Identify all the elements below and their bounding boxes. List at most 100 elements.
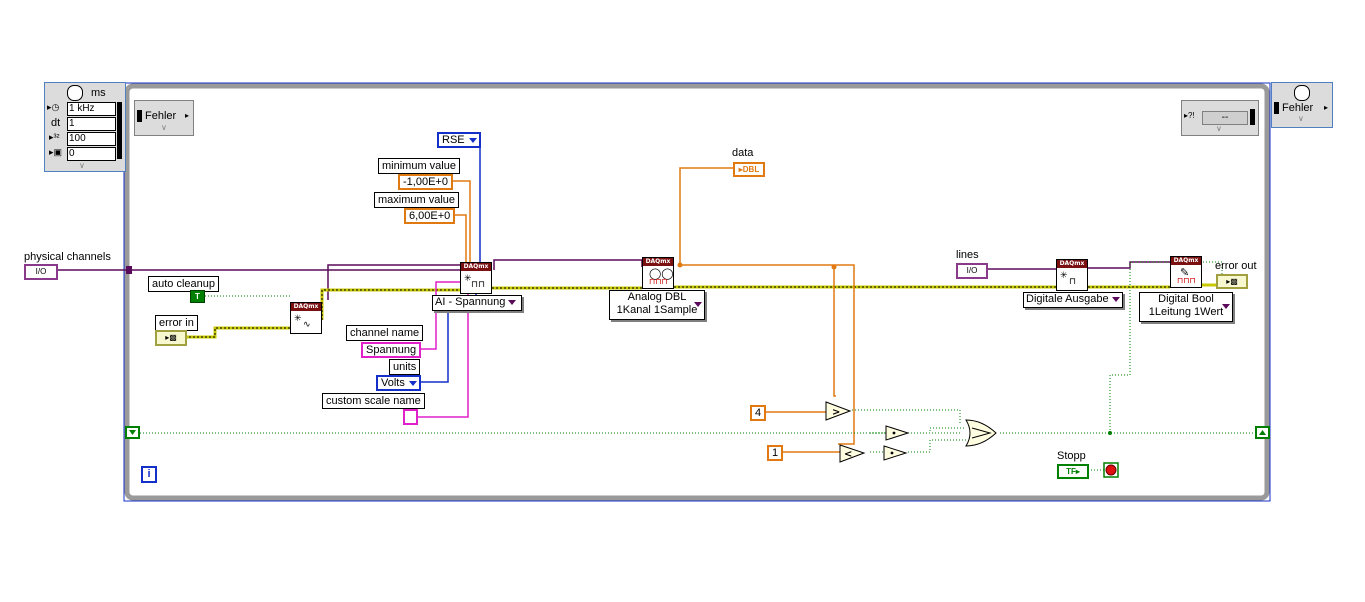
clock-icon — [67, 85, 83, 101]
daqmx-write-vi[interactable]: DAQmx ✎⊓⊓⊓ — [1170, 256, 1202, 288]
constant-one[interactable]: 1 — [767, 445, 784, 461]
daqmx-header: DAQmx — [291, 303, 321, 311]
not-node-upper[interactable] — [885, 425, 910, 441]
expand-chevron-icon[interactable]: ∨ — [79, 161, 85, 170]
left-error-label: Fehler — [145, 110, 177, 122]
node-bar — [137, 110, 142, 122]
tf-text: TF — [1066, 467, 1076, 476]
daqmx-create-digital-channel-vi[interactable]: DAQmx ✳⊓ — [1056, 259, 1088, 291]
svg-text:<: < — [844, 449, 852, 460]
sparkle-icon: ✳ — [1060, 270, 1068, 280]
daqmx-start-task-vi[interactable]: DAQmx✳∿ — [290, 302, 322, 334]
less-than-node[interactable]: < — [839, 444, 866, 463]
stopp-terminal[interactable]: TF▸ — [1057, 464, 1089, 479]
analog-dbl-selector[interactable]: Analog DBL 1Kanal 1Sample — [609, 290, 705, 320]
error-out-terminal[interactable]: ▸▩ — [1216, 274, 1248, 289]
dropdown-arrow-icon — [508, 300, 517, 305]
auto-cleanup-true-constant[interactable]: T — [190, 290, 205, 303]
offset-field[interactable]: 100 — [67, 132, 116, 146]
physical-channels-terminal[interactable]: I/O — [24, 264, 58, 280]
pulse-icon: ⊓⊓⊓ — [649, 277, 668, 286]
svg-text:>: > — [832, 407, 840, 418]
custom-scale-name-constant[interactable] — [403, 409, 418, 425]
loop-unit-label: ms — [91, 87, 106, 99]
channel-name-label: channel name — [346, 325, 424, 341]
pulse-icon: ⊓ — [1069, 276, 1077, 286]
sparkle-icon: ✳ — [294, 313, 302, 323]
daqmx-create-channel-vi[interactable]: DAQmx ✳⊓⊓ — [460, 262, 492, 294]
daqmx-header: DAQmx — [1171, 257, 1201, 265]
ai-spannung-selector[interactable]: AI - Spannung — [432, 295, 522, 311]
rse-text: RSE — [442, 134, 465, 146]
minimum-value-constant[interactable]: -1,00E+0 — [398, 174, 453, 190]
minimum-value-label: minimum value — [378, 158, 460, 174]
right-error-node[interactable]: ▸?! -- ∨ — [1181, 100, 1259, 136]
pulse-icon: ⊓⊓ — [471, 279, 486, 289]
units-ring-constant[interactable]: Volts — [376, 375, 421, 391]
error-wire — [185, 283, 1218, 339]
dropdown-arrow-icon — [468, 137, 477, 143]
daqmx-header: DAQmx — [461, 263, 491, 271]
boolean-wire — [140, 261, 1256, 471]
output-arrow-icon: ▸ — [1324, 103, 1329, 112]
io-text: I/O — [966, 266, 978, 275]
pencil-icon: ✎ — [1180, 267, 1190, 279]
digital-bool-selector[interactable]: Digital Bool 1Leitung 1Wert — [1139, 292, 1233, 322]
analog-dbl-subtext: 1Kanal 1Sample — [616, 304, 698, 316]
compound-or-node[interactable] — [965, 419, 997, 447]
timing-source-icon: ▸◷ — [47, 102, 60, 112]
daqmx-header: DAQmx — [643, 258, 673, 266]
iteration-terminal-left[interactable] — [125, 426, 140, 439]
channel-name-constant[interactable]: Spannung — [361, 342, 422, 358]
daqmx-read-vi[interactable]: DAQmx◯◯⊓⊓⊓ — [642, 257, 674, 289]
error-in-label: error in — [155, 315, 198, 331]
expand-chevron-icon[interactable]: ∨ — [1216, 124, 1222, 133]
output-arrow-icon: ▸ — [185, 111, 190, 120]
string-wire — [416, 281, 469, 418]
dbl-text: DBL — [742, 165, 760, 174]
digitale-ausgabe-text: Digitale Ausgabe — [1026, 293, 1109, 305]
lines-terminal[interactable]: I/O — [956, 263, 988, 279]
timing-source-field[interactable]: 1 kHz — [67, 102, 116, 116]
task-tunnel — [126, 266, 132, 274]
rse-ring-constant[interactable]: RSE — [437, 132, 481, 148]
dropdown-arrow-icon — [1111, 297, 1120, 302]
node-bar — [1274, 102, 1279, 114]
right-status-field[interactable]: -- — [1202, 111, 1248, 125]
maximum-value-constant[interactable]: 6,00E+0 — [404, 208, 456, 224]
status-icon: ▸?! — [1184, 111, 1195, 120]
dropdown-arrow-icon — [694, 302, 702, 307]
node-bar — [1250, 109, 1255, 125]
data-indicator[interactable]: ▸DBL — [733, 162, 765, 177]
stop-condition-icon[interactable] — [1103, 462, 1119, 478]
daqmx-header: DAQmx — [1057, 260, 1087, 268]
greater-than-node[interactable]: > — [825, 401, 852, 421]
priority-field[interactable]: 0 — [67, 147, 116, 161]
analog-dbl-text: Analog DBL — [627, 291, 687, 303]
lines-label: lines — [956, 249, 979, 261]
stopp-label: Stopp — [1057, 450, 1086, 462]
info-icon[interactable]: i — [141, 466, 157, 483]
iteration-terminal-right[interactable] — [1255, 426, 1270, 439]
expand-chevron-icon[interactable]: ∨ — [1298, 114, 1304, 123]
timed-loop-output-node[interactable]: Fehler ▸ ∨ — [1271, 82, 1333, 128]
left-error-node[interactable]: Fehler ▸ ∨ — [134, 100, 194, 136]
io-text: I/O — [35, 267, 47, 276]
timed-loop-input-node[interactable]: ms ▸◷ 1 kHz dt 1 ▸³² 100 ▸▣ 0 ∨ — [44, 82, 126, 172]
digitale-ausgabe-selector[interactable]: Digitale Ausgabe — [1023, 292, 1123, 308]
dt-field[interactable]: 1 — [67, 117, 116, 131]
error-out-label: error out — [1215, 260, 1257, 272]
constant-four[interactable]: 4 — [750, 405, 767, 421]
expand-chevron-icon[interactable]: ∨ — [161, 123, 167, 132]
physical-channels-label: physical channels — [24, 251, 111, 263]
pulse-icon: ⊓⊓⊓ — [1177, 276, 1196, 285]
timed-loop-frame[interactable] — [124, 83, 1270, 501]
not-node-lower[interactable] — [883, 445, 908, 461]
error-in-terminal[interactable]: ▸▩ — [155, 330, 187, 346]
digital-bool-text: Digital Bool — [1158, 293, 1214, 305]
volts-text: Volts — [381, 377, 405, 389]
numeric-wire — [452, 167, 855, 453]
sparkle-icon: ✳ — [464, 273, 472, 283]
dropdown-arrow-icon — [1222, 304, 1230, 309]
